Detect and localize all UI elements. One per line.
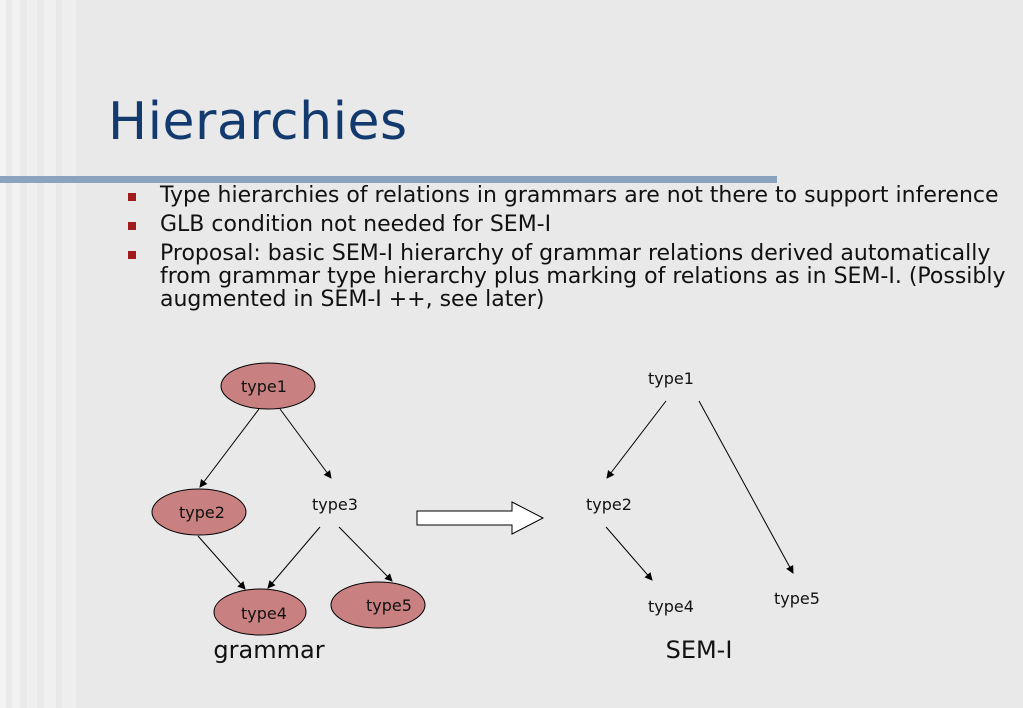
edge-type3-type4: [267, 526, 321, 589]
grammar-hierarchy: type1 type2 type3 type4 type5 grammar: [151, 362, 426, 664]
grammar-node-type4: [213, 588, 307, 636]
semi-label-type5: type5: [774, 589, 820, 608]
bullet-text: Proposal: basic SEM-I hierarchy of gramm…: [160, 241, 1006, 312]
grammar-node-type5: [330, 581, 426, 629]
semi-edge-type2-type4: [605, 526, 653, 581]
edge-type1-type3: [279, 408, 332, 479]
semi-label-type4: type4: [648, 597, 694, 616]
edge-type3-type5: [338, 526, 393, 582]
grammar-label-type4: type4: [241, 604, 287, 623]
grammar-node-type1: [220, 362, 316, 410]
square-bullet-icon: [128, 193, 136, 201]
bullet-item: GLB condition not needed for SEM-I: [126, 213, 1006, 236]
square-bullet-icon: [128, 222, 136, 230]
grammar-label-type5: type5: [366, 596, 412, 615]
semi-edge-type1-type2: [606, 400, 667, 479]
grammar-caption: grammar: [213, 636, 324, 664]
edge-type2-type4: [197, 535, 246, 590]
edge-type1-type2: [199, 408, 260, 488]
bullet-item: Proposal: basic SEM-I hierarchy of gramm…: [126, 242, 1006, 311]
bullet-text: Type hierarchies of relations in grammar…: [160, 183, 999, 208]
square-bullet-icon: [128, 251, 136, 259]
semi-label-type2: type2: [586, 495, 632, 514]
grammar-label-type3: type3: [312, 495, 358, 514]
semi-hierarchy: type1 type2 type4 type5 SEM-I: [586, 369, 820, 664]
bullet-list: Type hierarchies of relations in grammar…: [126, 184, 1006, 317]
semi-caption: SEM-I: [666, 636, 733, 664]
bullet-item: Type hierarchies of relations in grammar…: [126, 184, 1006, 207]
grammar-node-type2: [151, 488, 247, 536]
semi-edge-type1-type5: [698, 400, 794, 574]
grammar-label-type2: type2: [179, 503, 225, 522]
slide-title: Hierarchies: [108, 92, 408, 152]
title-underline: [0, 176, 777, 183]
transform-arrow-icon: [416, 501, 545, 535]
bullet-text: GLB condition not needed for SEM-I: [160, 212, 552, 237]
grammar-label-type1: type1: [241, 377, 287, 396]
semi-label-type1: type1: [648, 369, 694, 388]
